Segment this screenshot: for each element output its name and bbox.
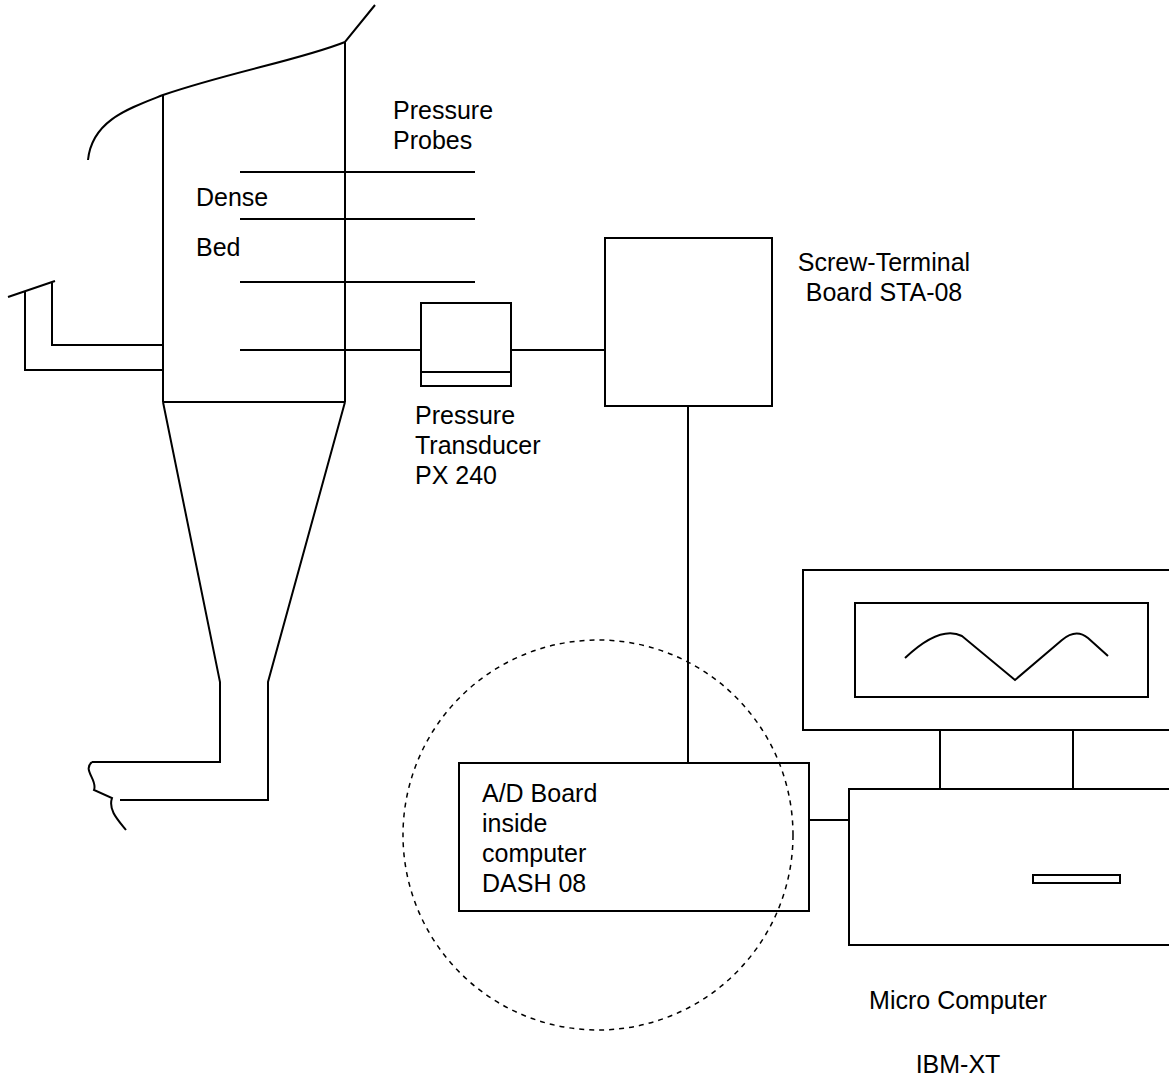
signal-wire: [810, 819, 848, 821]
screw-terminal-board: Screw-Terminal Board STA-08: [604, 237, 773, 407]
pressure-probe: [240, 349, 420, 351]
screen-wave: [905, 633, 1108, 680]
probe-label: Pressure Probes: [393, 95, 508, 155]
computer-base: Micro Computer IBM-XT: [848, 788, 1169, 946]
pipe-break: [89, 762, 126, 830]
pressure-probe: [240, 171, 475, 173]
cone-right: [120, 402, 345, 800]
vessel-bottom: [163, 401, 345, 403]
box-caption: Pressure Transducer PX 240: [415, 400, 550, 490]
pressure-probe: [240, 281, 475, 283]
pressure-probe: [240, 218, 475, 220]
bed-label: Dense Bed: [196, 172, 274, 272]
ad-board: A/D Board inside computer DASH 08: [458, 762, 810, 912]
box-caption: Micro Computer IBM-XT: [858, 968, 1058, 1091]
vessel-left-wall: [162, 95, 164, 402]
disk-slot: [1033, 875, 1120, 883]
monitor-stand: [940, 730, 1073, 788]
inlet-pipe: [8, 281, 163, 370]
transducer-base-line: [420, 371, 512, 373]
signal-wire: [687, 407, 689, 762]
signal-wire: [512, 349, 604, 351]
vessel-right-wall: [344, 42, 346, 402]
pressure-transducer: Pressure Transducer PX 240: [420, 302, 512, 387]
monitor-screen: [855, 603, 1148, 697]
computer-boundary: [403, 640, 793, 1030]
box-text: A/D Board inside computer DASH 08: [482, 778, 658, 898]
box-caption: Screw-Terminal Board STA-08: [784, 247, 984, 307]
cone-left: [92, 402, 220, 762]
monitor: [803, 570, 1169, 730]
vessel-top: [88, 5, 375, 160]
